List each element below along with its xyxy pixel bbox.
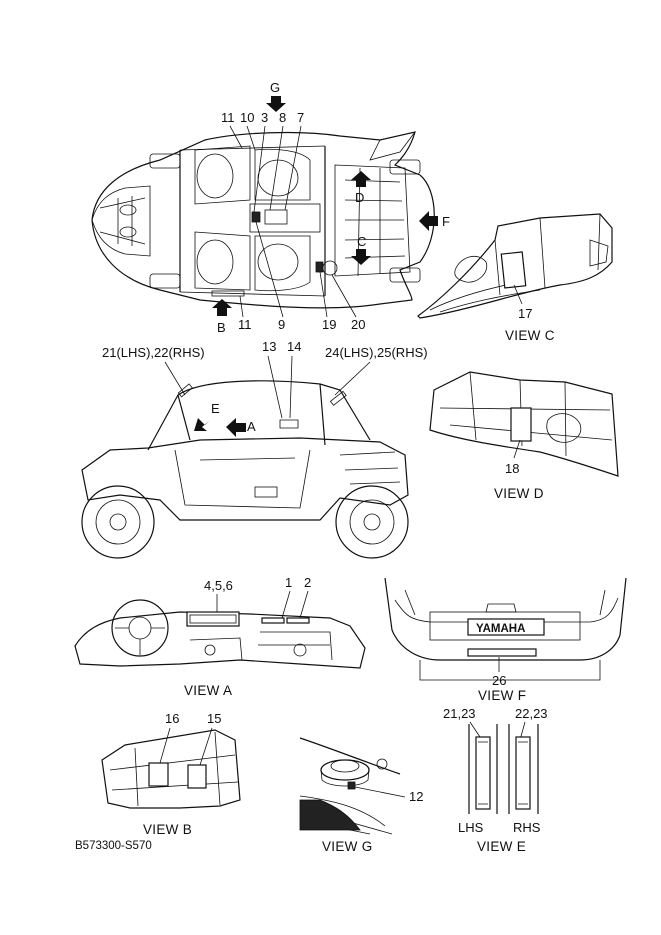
arrow-b (212, 299, 232, 316)
top-view-drawing: G (91, 80, 450, 335)
callout-3: 3 (261, 110, 268, 125)
callout-12: 12 (409, 789, 423, 804)
view-f-drawing: YAMAHA 26 VIEW F (384, 577, 627, 703)
callout-21-23: 21,23 (443, 706, 476, 721)
callout-17: 17 (518, 306, 532, 321)
arrow-b-label: B (217, 320, 226, 335)
callout-11-top: 11 (221, 110, 235, 125)
callout-16: 16 (165, 711, 179, 726)
callout-22-23: 22,23 (515, 706, 548, 721)
arrow-a (226, 418, 246, 437)
callout-21-22: 21(LHS),22(RHS) (102, 345, 205, 360)
callout-7: 7 (297, 110, 304, 125)
callout-14: 14 (287, 339, 301, 354)
view-d-label: VIEW D (494, 486, 544, 501)
view-f-label: VIEW F (478, 688, 526, 703)
callout-24-25: 24(LHS),25(RHS) (325, 345, 428, 360)
rhs-label: RHS (513, 820, 541, 835)
arrow-d (351, 171, 371, 187)
callout-2: 2 (304, 575, 311, 590)
arrow-f-label: F (442, 214, 450, 229)
decal-1 (261, 617, 285, 624)
decal-16 (148, 762, 169, 787)
callout-20: 20 (351, 317, 365, 332)
callout-10: 10 (240, 110, 254, 125)
callout-15: 15 (207, 711, 221, 726)
arrow-e-label: E (211, 401, 220, 416)
decal-15 (187, 764, 207, 789)
callout-26: 26 (492, 673, 506, 688)
arrow-c-label: C (357, 234, 366, 249)
view-g-drawing: 12 VIEW G (299, 737, 423, 854)
view-b-label: VIEW B (143, 822, 192, 837)
view-a-drawing: 4,5,6 1 2 VIEW A (74, 575, 366, 698)
side-view-drawing: 21(LHS),22(RHS) 13 14 24(LHS),25(RHS) E … (81, 339, 428, 559)
yamaha-badge-text: YAMAHA (476, 623, 525, 635)
view-c-label: VIEW C (505, 328, 555, 343)
arrow-g (266, 96, 286, 112)
callout-18: 18 (505, 461, 519, 476)
view-c-drawing: 17 VIEW C (417, 213, 613, 343)
callout-19: 19 (322, 317, 336, 332)
view-e-drawing: 21,23 22,23 LHS RHS VIEW E (443, 706, 548, 854)
view-e-label: VIEW E (477, 839, 526, 854)
callout-11-bottom: 11 (238, 317, 252, 332)
callout-1: 1 (285, 575, 292, 590)
lhs-label: LHS (458, 820, 484, 835)
view-d-drawing: 18 VIEW D (429, 371, 619, 501)
decal-rhs (515, 736, 531, 810)
view-b-drawing: 16 15 VIEW B B573300-S570 (75, 711, 241, 852)
arrow-e (194, 418, 212, 431)
arrow-c (351, 249, 371, 265)
decal-17 (500, 251, 527, 289)
callout-4-5-6: 4,5,6 (204, 578, 233, 593)
decal-2 (286, 617, 310, 624)
callout-9: 9 (278, 317, 285, 332)
callout-13: 13 (262, 339, 276, 354)
view-a-label: VIEW A (184, 683, 232, 698)
arrow-f (419, 211, 438, 231)
part-code: B573300-S570 (75, 840, 152, 852)
decal-12 (347, 781, 356, 790)
decal-26 (467, 648, 537, 657)
view-g-label: VIEW G (322, 839, 373, 854)
yamaha-badge (467, 618, 545, 636)
arrow-g-label: G (270, 80, 280, 95)
arrow-d-label: D (355, 190, 364, 205)
decal-lhs (475, 736, 491, 810)
decal-4-5-6 (186, 611, 240, 627)
arrow-a-label: A (247, 419, 256, 434)
callout-8: 8 (279, 110, 286, 125)
decal-18 (510, 407, 532, 442)
